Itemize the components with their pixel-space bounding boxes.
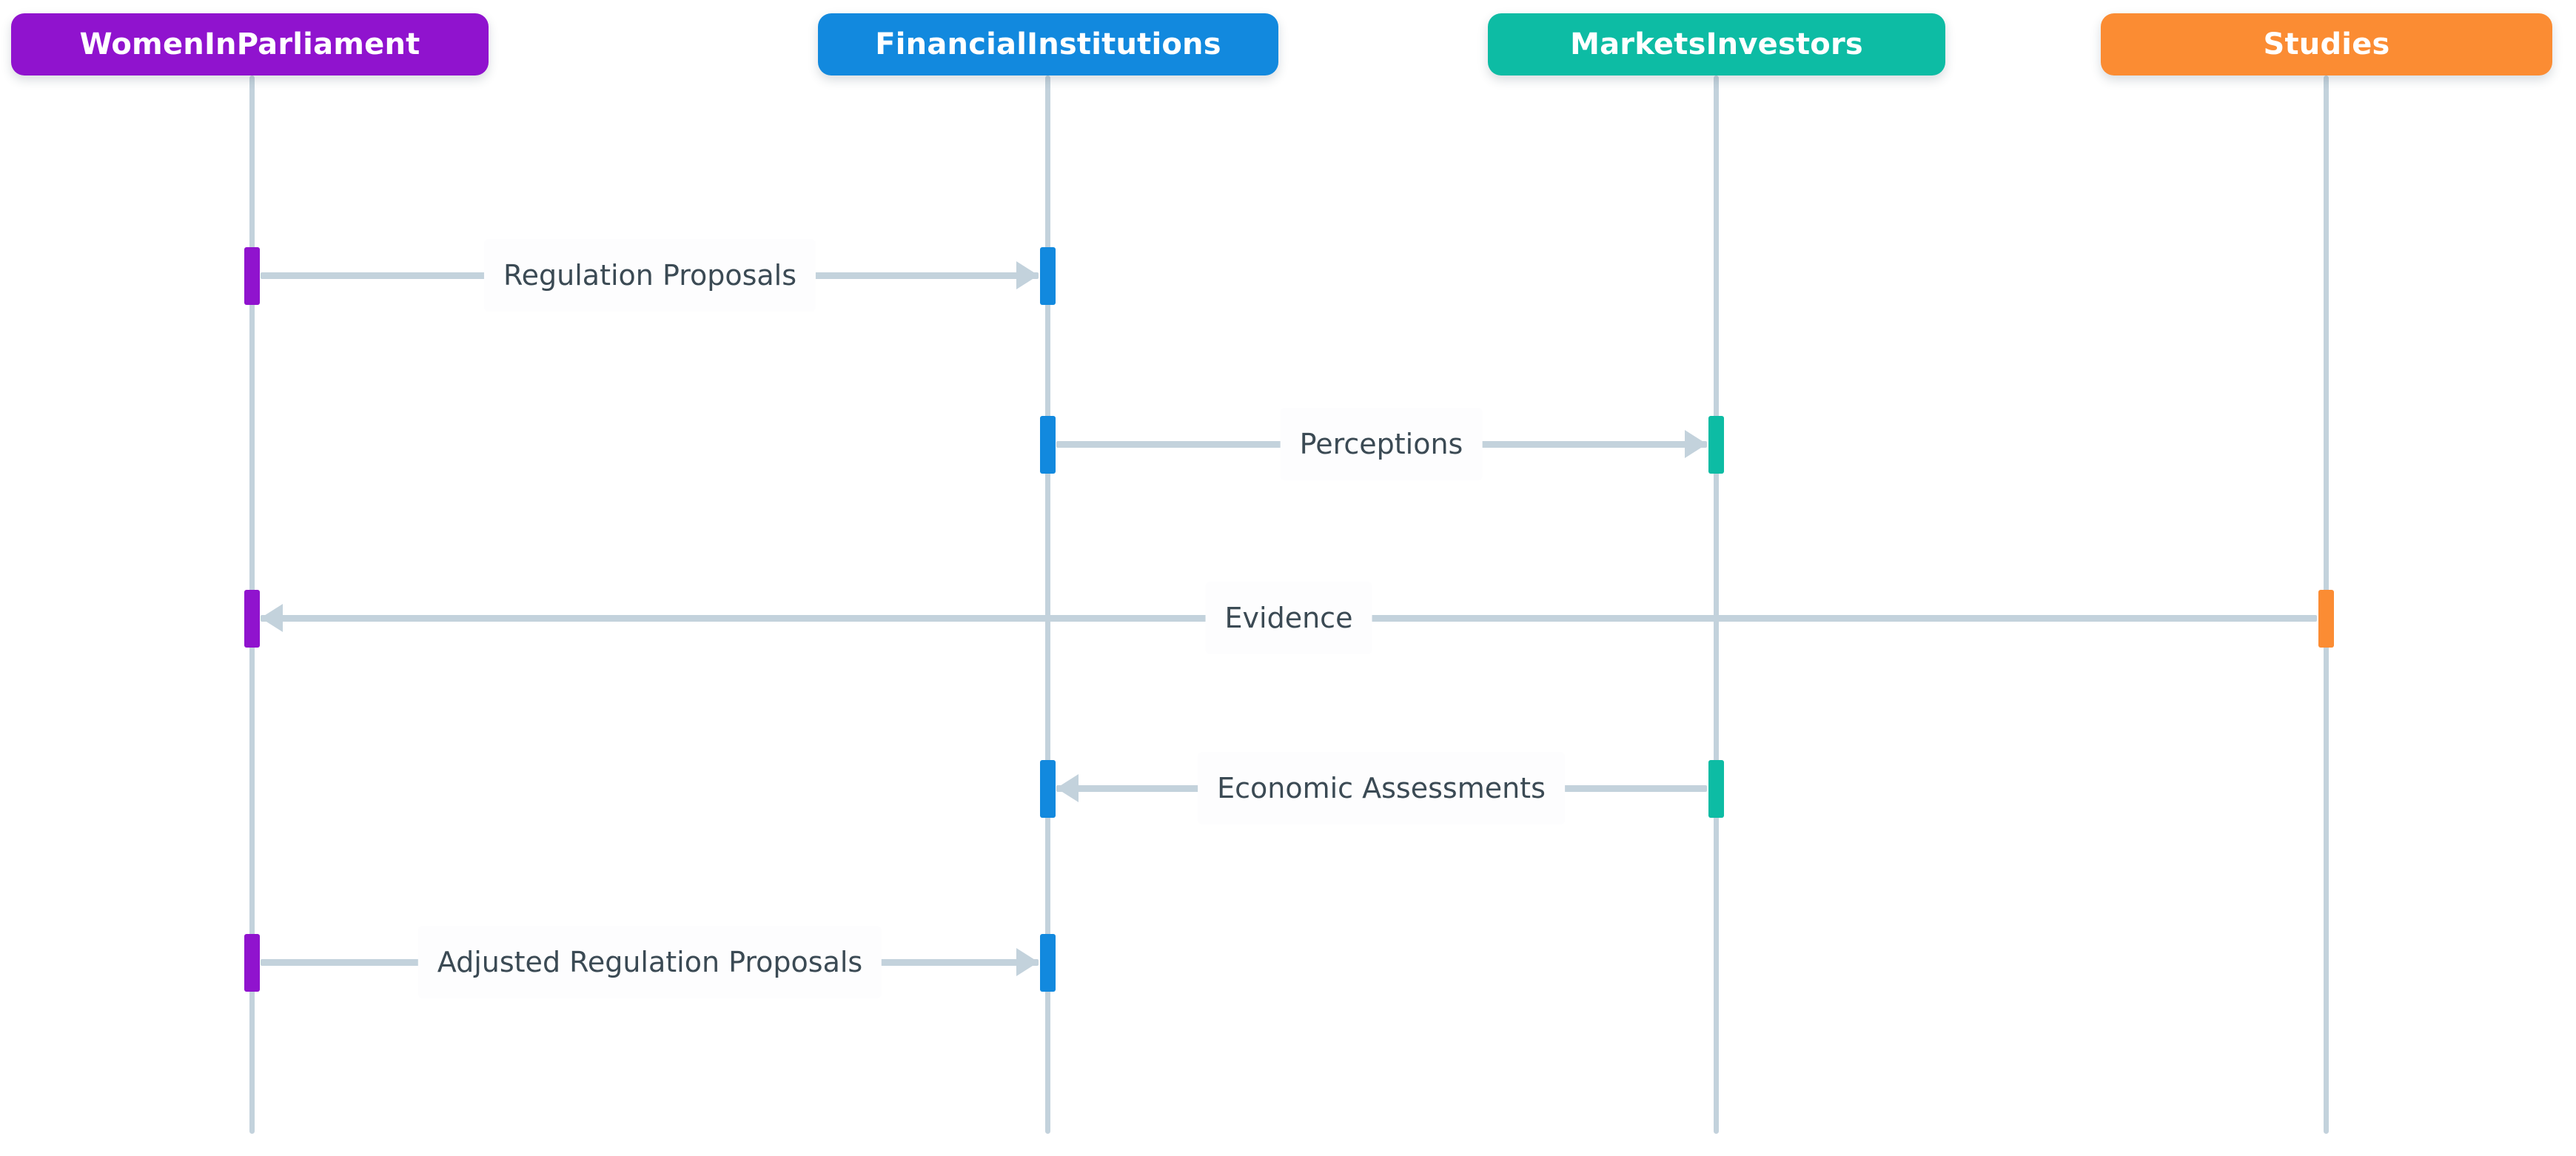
activation-bar-financial: [1040, 247, 1056, 305]
message-label-1: Regulation Proposals: [483, 239, 816, 312]
activation-bar-women: [244, 590, 260, 648]
participant-box-studies[interactable]: Studies: [2101, 13, 2552, 75]
participant-label: WomenInParliament: [79, 27, 420, 61]
activation-bar-markets: [1708, 760, 1724, 818]
message-label-2: Perceptions: [1280, 408, 1483, 480]
activation-bar-financial: [1040, 416, 1056, 474]
message-label-4: Economic Assessments: [1198, 752, 1565, 824]
message-arrowhead-2: [1685, 430, 1707, 458]
message-arrowhead-5: [1016, 948, 1039, 976]
lifeline-financial: [1045, 75, 1050, 1134]
lifeline-markets: [1714, 75, 1719, 1134]
message-label-5: Adjusted Regulation Proposals: [417, 926, 882, 998]
message-label-3: Evidence: [1205, 582, 1372, 654]
activation-bar-financial: [1040, 760, 1056, 818]
activation-bar-studies: [2318, 590, 2334, 648]
participant-box-women[interactable]: WomenInParliament: [11, 13, 489, 75]
activation-bar-markets: [1708, 416, 1724, 474]
message-arrowhead-4: [1056, 774, 1079, 802]
participant-label: FinancialInstitutions: [875, 27, 1221, 61]
participant-box-markets[interactable]: MarketsInvestors: [1488, 13, 1945, 75]
message-arrowhead-1: [1016, 261, 1039, 289]
participant-label: Studies: [2263, 27, 2390, 61]
message-arrowhead-3: [261, 604, 283, 632]
participant-label: MarketsInvestors: [1570, 27, 1863, 61]
participant-box-financial[interactable]: FinancialInstitutions: [818, 13, 1278, 75]
activation-bar-women: [244, 934, 260, 992]
activation-bar-financial: [1040, 934, 1056, 992]
activation-bar-women: [244, 247, 260, 305]
